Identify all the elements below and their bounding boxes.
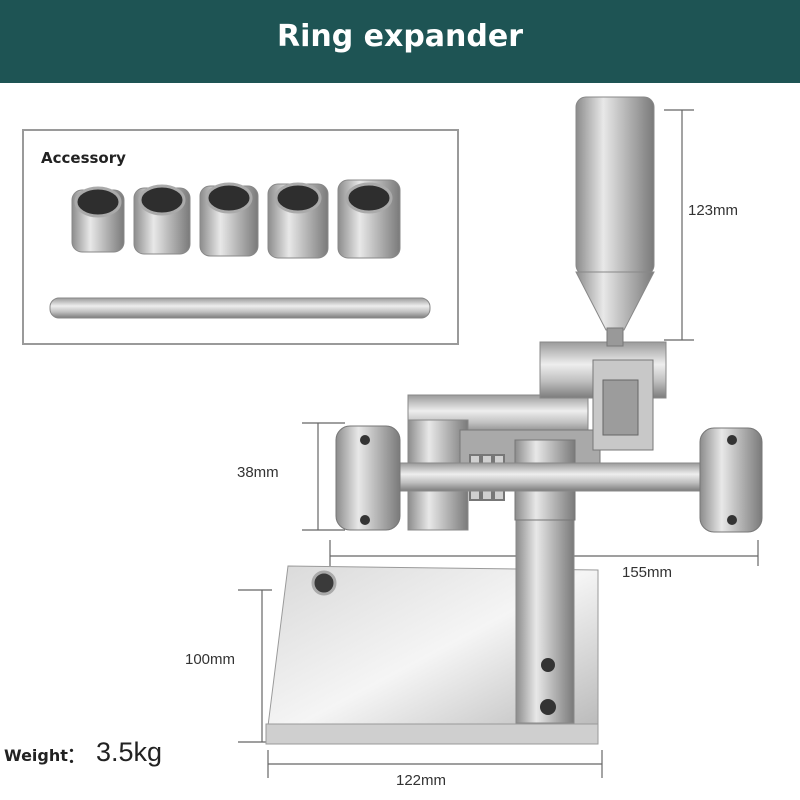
accessory-rod [49,297,431,319]
accessory-label: Accessory [41,149,126,167]
handle-height-label: 123mm [688,202,739,219]
base-width-label: 122mm [396,772,447,789]
left-knob [335,425,401,531]
bushing-2 [133,184,191,255]
handle [575,96,655,347]
page-title: Ring expander [276,19,524,54]
bushing-1 [71,186,125,253]
clamp-head [539,341,667,451]
title-banner [0,0,800,83]
bushing-4 [267,182,329,259]
weight-value: 3.5kg [96,737,163,767]
bushing-5 [337,179,401,259]
bushing-3 [199,182,259,257]
accessory-bushings [71,179,401,259]
right-knob [699,427,763,533]
overall-width-label: 155mm [622,564,673,581]
weight-label: Weight [4,746,68,765]
roller-height-label: 38mm [237,464,279,481]
base-depth-label: 100mm [185,651,236,668]
weight-colon: ： [66,743,89,768]
base-plate [265,565,599,745]
roller-shaft [394,462,716,492]
